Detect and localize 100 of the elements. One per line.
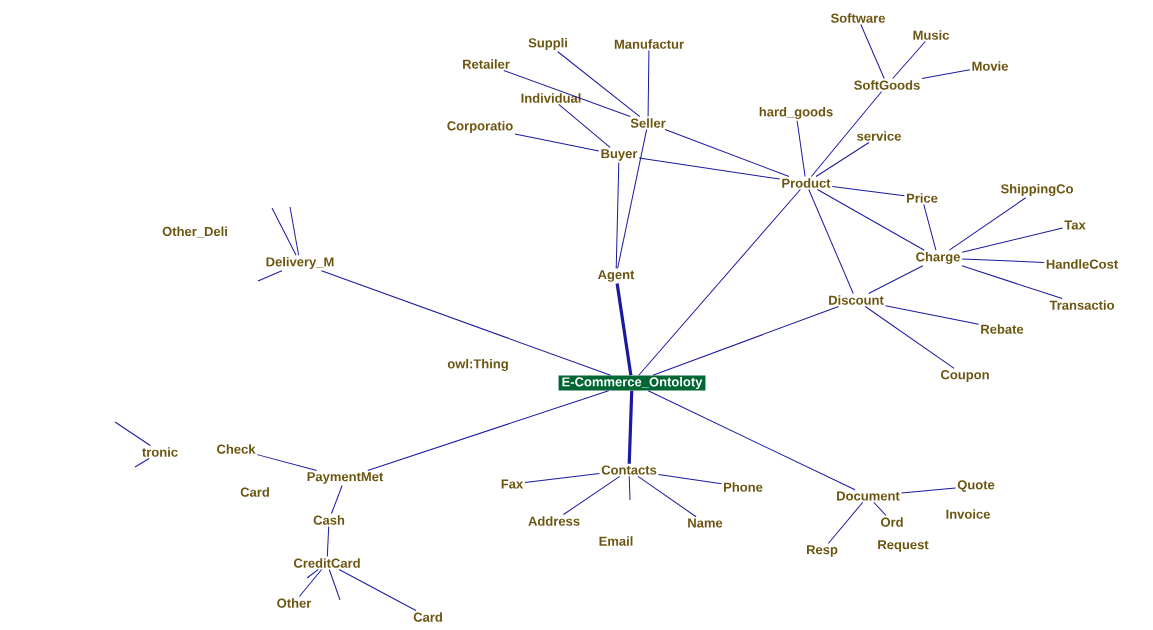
connector-line <box>514 133 600 152</box>
connector-line <box>134 457 150 468</box>
connector-line <box>638 157 781 180</box>
connector-line <box>961 265 1063 299</box>
class-label: Delivery_M <box>266 256 334 270</box>
class-label: Movie <box>972 61 1008 71</box>
connector-line <box>921 69 971 80</box>
connector-line <box>558 103 611 148</box>
class-label: Agent <box>597 270 635 282</box>
connector-line <box>868 265 924 294</box>
class-label: Card <box>413 612 442 622</box>
connector-line <box>114 421 151 447</box>
class-label: tronic <box>142 447 178 457</box>
connector-line <box>271 207 297 256</box>
root-label: owl:Thing <box>447 358 508 372</box>
connector-line <box>923 203 937 251</box>
connector-line <box>306 568 319 579</box>
connector-line <box>860 23 885 79</box>
connector-line <box>647 390 856 491</box>
connector-line <box>338 568 417 612</box>
connector-line <box>524 473 600 483</box>
class-label: service <box>857 131 901 141</box>
class-label: Tax <box>1064 220 1086 230</box>
class-label: Request <box>878 540 929 552</box>
class-label: Corporatio <box>447 120 513 134</box>
class-label: Other <box>277 598 312 608</box>
class-label: Individual <box>521 93 581 103</box>
class-label: Music <box>913 30 950 40</box>
class-label: Software <box>830 13 885 23</box>
connector-line <box>289 206 300 256</box>
connector-line <box>831 185 905 197</box>
connector-line <box>808 188 854 294</box>
class-label: Address <box>528 516 580 526</box>
connector-line <box>901 487 957 494</box>
class-label: Coupon <box>941 370 989 382</box>
connector-line <box>257 270 283 282</box>
class-label: hard_goods <box>759 106 833 120</box>
connector-line <box>627 390 634 464</box>
class-label: PaymentMet <box>307 472 384 484</box>
connector-line <box>864 305 955 369</box>
connector-line <box>328 568 341 601</box>
connector-line <box>664 128 790 177</box>
connector-line <box>320 270 612 376</box>
class-label: Charge <box>916 251 960 265</box>
root-box: E-Commerce_Ontoloty <box>558 375 706 391</box>
connector-line <box>948 197 1027 251</box>
class-label: Rebate <box>981 324 1024 334</box>
connector-line <box>557 51 641 117</box>
connector-line <box>827 501 864 544</box>
class-label: Ord <box>881 517 903 527</box>
class-label: SoftGoods <box>854 80 920 90</box>
class-label: Other_Deli <box>162 226 227 238</box>
class-label: Contacts <box>601 465 657 475</box>
class-label: Transactio <box>1049 300 1114 310</box>
connector-line <box>815 141 870 177</box>
connector-line <box>563 475 621 515</box>
connector-line <box>961 258 1045 263</box>
class-label: CreditCard <box>293 558 360 568</box>
connector-line <box>298 568 323 598</box>
class-label: Manufactur <box>614 39 684 49</box>
connector-line <box>638 188 801 376</box>
connector-line <box>647 49 650 117</box>
connector-line <box>628 475 631 501</box>
connector-line <box>503 69 631 117</box>
class-label: Cash <box>313 515 345 525</box>
connector-line <box>658 473 722 485</box>
class-label: ShippingCo <box>1000 183 1073 197</box>
connector-line <box>873 501 887 516</box>
class-label: Name <box>688 518 723 528</box>
connector-line <box>816 188 925 251</box>
connector-line <box>367 390 610 471</box>
class-label: Phone <box>724 482 763 492</box>
class-label: Buyer <box>601 149 638 161</box>
class-label: Check <box>217 444 256 454</box>
connector-line <box>810 90 883 177</box>
class-label: Fax <box>501 479 524 489</box>
class-label: Retailer <box>463 59 510 69</box>
class-label: Suppli <box>528 37 567 51</box>
connector-line <box>885 305 980 325</box>
connector-line <box>961 227 1064 253</box>
class-label: Price <box>906 193 938 203</box>
connector-line <box>652 305 840 376</box>
connector-line <box>330 485 343 514</box>
connector-line <box>617 128 648 269</box>
connector-line <box>326 525 330 558</box>
class-label: Product <box>782 178 831 188</box>
class-label: Discount <box>829 295 884 305</box>
class-label: Resp <box>807 545 838 557</box>
class-label: Email <box>599 536 633 546</box>
class-label: Card <box>240 487 269 497</box>
connector-line <box>256 454 318 471</box>
connector-line <box>615 162 620 269</box>
connector-line <box>796 120 806 177</box>
connector-line <box>637 475 697 518</box>
class-label: Seller <box>630 118 666 128</box>
class-label: HandleCost <box>1046 259 1118 269</box>
connector-line <box>892 40 926 79</box>
class-label: Document <box>837 491 900 501</box>
class-label: Invoice <box>946 509 990 519</box>
connector-line <box>615 283 633 376</box>
